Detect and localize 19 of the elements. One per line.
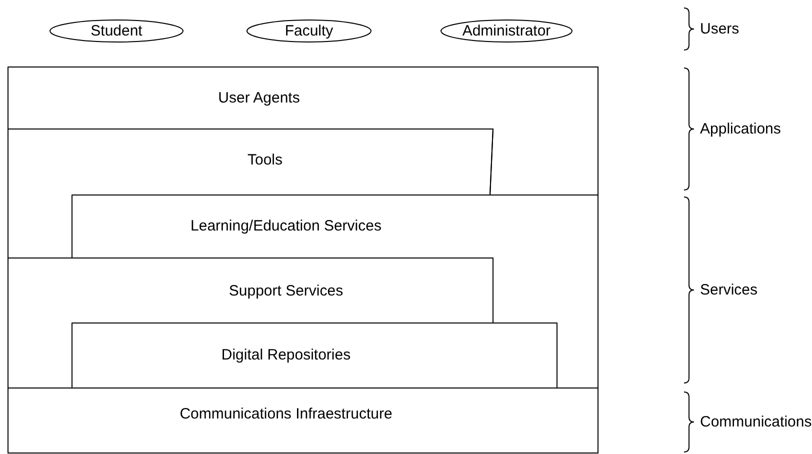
layer-block [8,388,598,453]
layer-label: Student [90,22,142,40]
group-label: Applications [700,120,781,138]
layer-label: Learning/Education Services [190,218,382,234]
layer-label: Digital Repositories [221,346,351,364]
user-ellipse [50,20,183,42]
user-ellipse [247,20,371,42]
layer-label: Tools [247,152,283,168]
group-label: Users [700,20,740,38]
user-ellipse [441,20,572,42]
layer-label: Administrator [462,22,551,40]
layer-label: Faculty [284,22,334,40]
group-label: Services [700,282,758,298]
layer-block [8,67,598,195]
group-label: Communications [700,414,812,430]
layer-label: User Agents [218,90,300,106]
layer-block [8,129,493,258]
layer-label: Support Services [228,282,344,300]
layer-label: Communications Infraestructure [180,406,392,422]
